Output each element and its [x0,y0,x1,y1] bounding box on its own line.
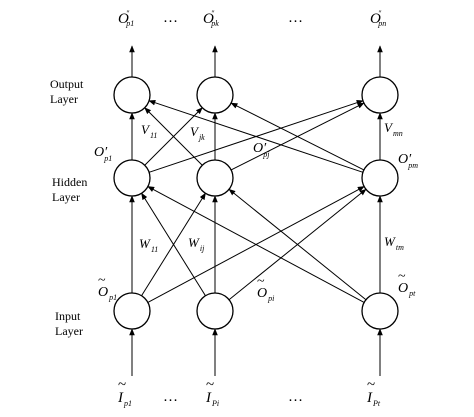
input-out-label-2: Opi [257,286,274,303]
hidden-layer-caption-line2: Layer [52,190,80,204]
output-label-2: O"pk [203,9,219,28]
edge-hidden-3-output-1 [148,100,364,173]
neurons [113,76,399,330]
hidden-out-label-2: O′pj [253,141,270,159]
output-neuron-1 [113,76,151,114]
input-out-tilde-2: ~ [257,274,265,289]
input-tilde-3: ~ [367,377,375,393]
input-neuron-3 [361,292,399,330]
hidden-out-label-1: O′p1 [94,145,112,163]
connection-edges [129,45,383,376]
edge-hidden-2-output-1 [144,107,203,166]
output-neuron-3 [361,76,399,114]
weight-w-label-3: Wtm [384,234,404,252]
output-label-3: O"pn [370,9,386,28]
input-out-label-1: Op1 [98,285,117,302]
weight-w-label-2: Wij [188,235,205,253]
input-label-2: IPi [205,390,219,408]
bottom-ellipsis-2: … [288,389,303,405]
edge-input-3-hidden-2 [228,188,367,301]
weight-v-label-3: Vmn [384,120,403,138]
edge-input-2-hidden-1 [141,192,206,296]
hidden-neuron-1 [113,159,151,197]
hidden-layer-caption-line1: Hidden [52,175,87,189]
output-neuron-2 [196,76,234,114]
weight-w-label-1: W11 [139,236,158,254]
top-ellipsis-1: … [163,10,178,26]
input-out-label-3: Opt [398,281,416,298]
input-layer-caption-line1: Input [55,309,81,323]
input-label-1: Ip1 [117,390,132,408]
input-label-3: IPt [366,390,381,408]
bottom-ellipsis-1: … [163,389,178,405]
output-layer-caption-line1: Output [50,77,84,91]
output-layer-caption-line2: Layer [50,92,78,106]
input-tilde-1: ~ [118,377,126,393]
input-out-tilde-3: ~ [398,269,406,284]
edge-input-3-hidden-1 [147,186,365,303]
weight-v-label-2: Vjk [190,124,205,142]
input-layer-caption-line2: Layer [55,324,83,338]
input-neuron-1 [113,292,151,330]
hidden-neuron-3 [361,159,399,197]
weight-v-label-1: V11 [141,122,157,140]
hidden-out-label-3: O′pm [398,152,418,170]
input-neuron-2 [196,292,234,330]
hidden-neuron-2 [196,159,234,197]
output-label-1: O"p1 [118,9,134,28]
input-tilde-2: ~ [206,377,214,393]
input-out-tilde-1: ~ [98,273,106,288]
top-ellipsis-2: … [288,10,303,26]
edge-hidden-3-output-2 [230,102,365,171]
